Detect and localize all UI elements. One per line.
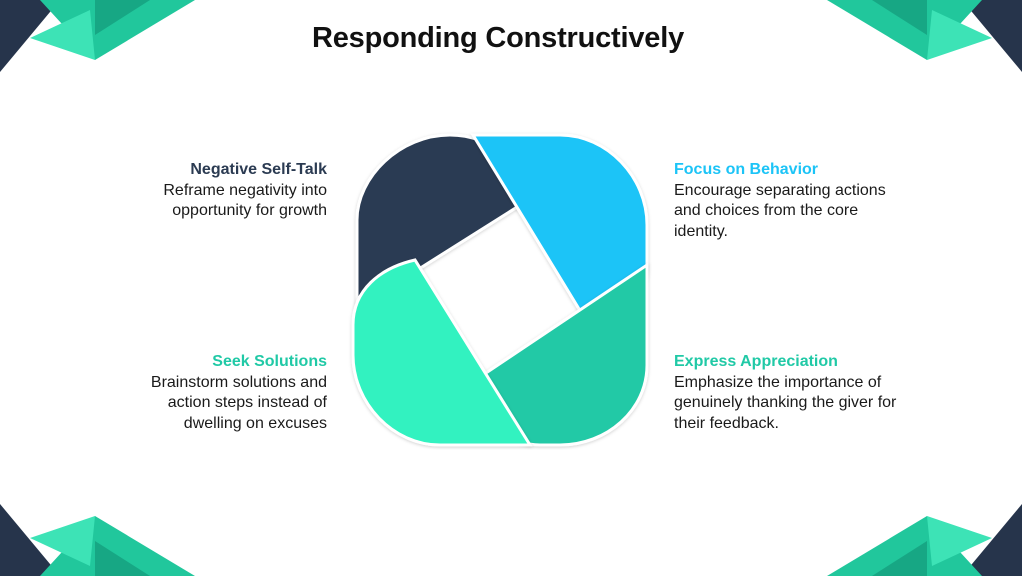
item-heading: Seek Solutions	[212, 353, 327, 370]
item-negative-self-talk: Negative Self-Talk Reframe negativity in…	[67, 160, 327, 222]
item-seek-solutions: Seek Solutions Brainstorm solutions and …	[67, 352, 327, 434]
petal-seek-solutions	[351, 258, 533, 447]
corner-decoration-bottom-right	[827, 504, 1022, 576]
item-heading: Express Appreciation	[674, 353, 838, 370]
corner-decoration-top-right	[827, 0, 1022, 72]
page-title: Responding Constructively	[311, 22, 685, 54]
item-heading: Focus on Behavior	[674, 161, 819, 178]
item-express-appreciation: Express Appreciation Emphasize the impor…	[674, 352, 934, 434]
item-focus-on-behavior: Focus on Behavior Encourage separating a…	[674, 160, 934, 242]
item-description: Encourage separating actions and choices…	[674, 181, 886, 240]
corner-decoration-top-left	[0, 0, 195, 72]
pinwheel-diagram	[351, 133, 649, 447]
corner-decoration-bottom-left	[0, 504, 195, 576]
item-description: Reframe negativity into opportunity for …	[163, 181, 327, 220]
item-description: Emphasize the importance of genuinely th…	[674, 373, 897, 432]
item-heading: Negative Self-Talk	[190, 161, 327, 178]
item-description: Brainstorm solutions and action steps in…	[150, 373, 327, 432]
